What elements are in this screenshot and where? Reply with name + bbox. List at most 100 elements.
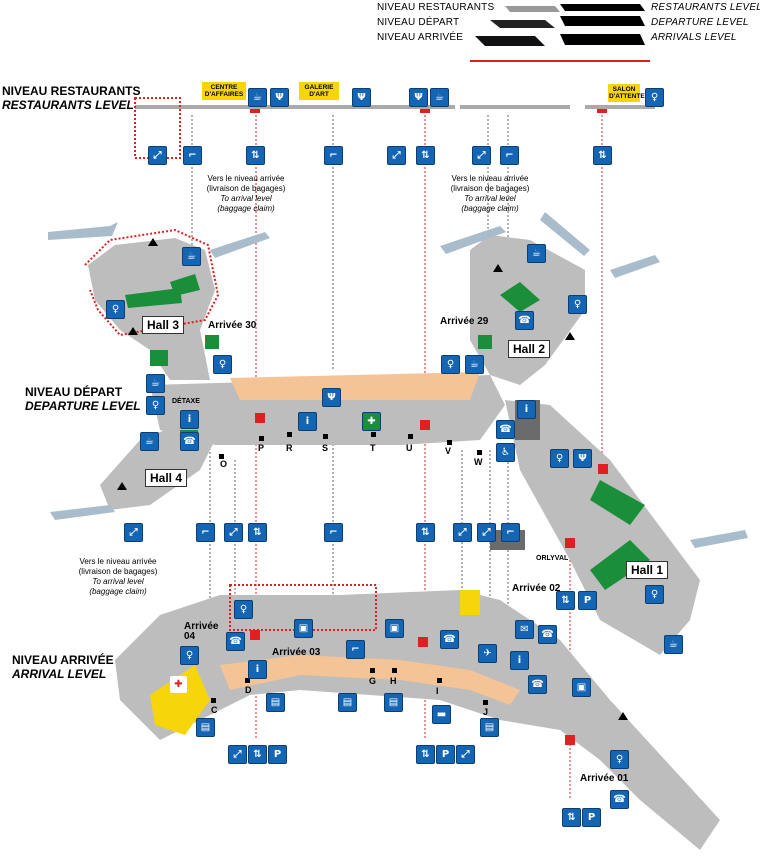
elevator-icon[interactable]: ⇅ (556, 591, 575, 610)
gate-d[interactable]: D (245, 685, 252, 695)
hall-1-label[interactable]: Hall 1 (626, 561, 669, 579)
stairs-icon[interactable]: ⌐ (500, 146, 519, 165)
shop-triangles (117, 238, 628, 720)
escalator-icon[interactable]: ⤢ (148, 146, 167, 165)
departure-gate-markers (219, 432, 482, 459)
arrival-01-label: Arrivée 01 (580, 773, 629, 784)
airplane-icons (48, 212, 748, 548)
telephone-icon: ☎ (496, 420, 515, 439)
gate-v[interactable]: V (445, 446, 452, 456)
restaurant-icon: Ψ (270, 88, 289, 107)
departure-level-title-en: DEPARTURE LEVEL (25, 399, 141, 413)
gate-h[interactable]: H (390, 676, 397, 686)
information-icon[interactable]: i (180, 410, 199, 429)
information-icon[interactable]: i (298, 412, 317, 431)
gate-j[interactable]: J (483, 707, 489, 717)
information-icon[interactable]: i (510, 651, 529, 670)
telephone-icon: ☎ (538, 625, 557, 644)
elevator-icon[interactable]: ⇅ (416, 523, 435, 542)
bus-icon[interactable]: ▤ (196, 718, 215, 737)
note-line: (baggage claim) (89, 587, 147, 596)
note-arrival-right: Vers le niveau arrivée (livraison de bag… (436, 174, 544, 214)
gate-t[interactable]: T (370, 443, 376, 453)
note-line: (livraison de bagages) (206, 184, 286, 193)
hall-2-label[interactable]: Hall 2 (508, 340, 551, 358)
stairs-icon[interactable]: ⌐ (324, 523, 343, 542)
escalator-icon[interactable]: ⤢ (477, 523, 496, 542)
restaurants-level-bar (134, 97, 655, 159)
parking-icon[interactable]: P (578, 591, 597, 610)
escalator-icon[interactable]: ⤢ (124, 523, 143, 542)
note-line: Vers le niveau arrivée (207, 174, 285, 183)
arrival-level-floor (115, 413, 720, 850)
hall-3-label[interactable]: Hall 3 (142, 316, 185, 334)
stairs-icon[interactable]: ⌐ (501, 523, 520, 542)
elevator-icon[interactable]: ⇅ (562, 808, 581, 827)
information-icon[interactable]: i (517, 400, 536, 419)
arrival-30-label: Arrivée 30 (208, 320, 257, 331)
taxi-icon[interactable]: ▬ (432, 705, 451, 724)
hall-4-label[interactable]: Hall 4 (145, 469, 188, 487)
elevator-icon[interactable]: ⇅ (248, 745, 267, 764)
information-icon[interactable]: i (248, 660, 267, 679)
arrival-level-title-en: ARRIVAL LEVEL (12, 667, 107, 681)
escalator-icon[interactable]: ⤢ (453, 523, 472, 542)
bus-icon[interactable]: ▤ (480, 718, 499, 737)
elevator-icon[interactable]: ⇅ (416, 146, 435, 165)
airplane-icon: ✈ (478, 644, 497, 663)
orlyval-label: ORLYVAL (536, 555, 569, 562)
gate-o[interactable]: O (220, 459, 228, 469)
first-aid-icon: ✚ (362, 412, 381, 431)
parking-icon[interactable]: P (268, 745, 287, 764)
cafe-icon: ☕ (465, 355, 484, 374)
stairs-icon[interactable]: ⌐ (183, 146, 202, 165)
telephone-icon: ☎ (440, 630, 459, 649)
parking-icon[interactable]: P (582, 808, 601, 827)
note-line: To arrival level (220, 194, 272, 203)
toilet-icon: ♀ (234, 600, 253, 619)
gate-g[interactable]: G (369, 676, 377, 686)
toilet-icon: ♀ (645, 585, 664, 604)
gate-i[interactable]: I (436, 686, 439, 696)
elevator-icon[interactable]: ⇅ (416, 745, 435, 764)
stairs-icon[interactable]: ⌐ (324, 146, 343, 165)
luggage-icon: ▣ (294, 619, 313, 638)
toilet-icon: ♀ (568, 295, 587, 314)
note-line: To arrival level (464, 194, 516, 203)
note-line: (livraison de bagages) (450, 184, 530, 193)
elevator-icon[interactable]: ⇅ (593, 146, 612, 165)
escalator-icon[interactable]: ⤢ (387, 146, 406, 165)
gate-u[interactable]: U (406, 443, 413, 453)
bus-icon[interactable]: ▤ (266, 693, 285, 712)
gate-w[interactable]: W (474, 457, 483, 467)
cafe-icon: ☕ (248, 88, 267, 107)
escalator-icon[interactable]: ⤢ (224, 523, 243, 542)
toilet-icon: ♀ (106, 300, 125, 319)
telephone-icon: ☎ (180, 432, 199, 451)
toilet-icon: ♀ (213, 355, 232, 374)
escalator-icon[interactable]: ⤢ (472, 146, 491, 165)
gate-c[interactable]: C (211, 705, 218, 715)
elevator-icon[interactable]: ⇅ (248, 523, 267, 542)
escalator-icon[interactable]: ⤢ (456, 745, 475, 764)
gate-r[interactable]: R (286, 443, 293, 453)
departure-level-title-fr: NIVEAU DÉPART (25, 385, 123, 399)
parking-icon[interactable]: P (436, 745, 455, 764)
cafe-icon: ☕ (664, 635, 683, 654)
cafe-icon: ☕ (146, 374, 165, 393)
gate-s[interactable]: S (322, 443, 329, 453)
cafe-icon: ☕ (430, 88, 449, 107)
legend-arrival-fr: NIVEAU ARRIVÉE (377, 32, 464, 43)
bus-icon[interactable]: ▤ (384, 693, 403, 712)
art-gallery-box: GALERIE D'ART (299, 82, 339, 100)
escalator-icon[interactable]: ⤢ (228, 745, 247, 764)
arrival-level-title-fr: NIVEAU ARRIVÉE (12, 653, 114, 667)
elevator-icon[interactable]: ⇅ (246, 146, 265, 165)
stairs-icon[interactable]: ⌐ (196, 523, 215, 542)
note-line: (livraison de bagages) (78, 567, 158, 576)
telephone-icon: ☎ (515, 311, 534, 330)
gate-p[interactable]: P (258, 443, 265, 453)
bus-icon[interactable]: ▤ (338, 693, 357, 712)
business-centre-box: CENTRE D'AFFAIRES (202, 82, 246, 100)
stairs-icon[interactable]: ⌐ (346, 640, 365, 659)
